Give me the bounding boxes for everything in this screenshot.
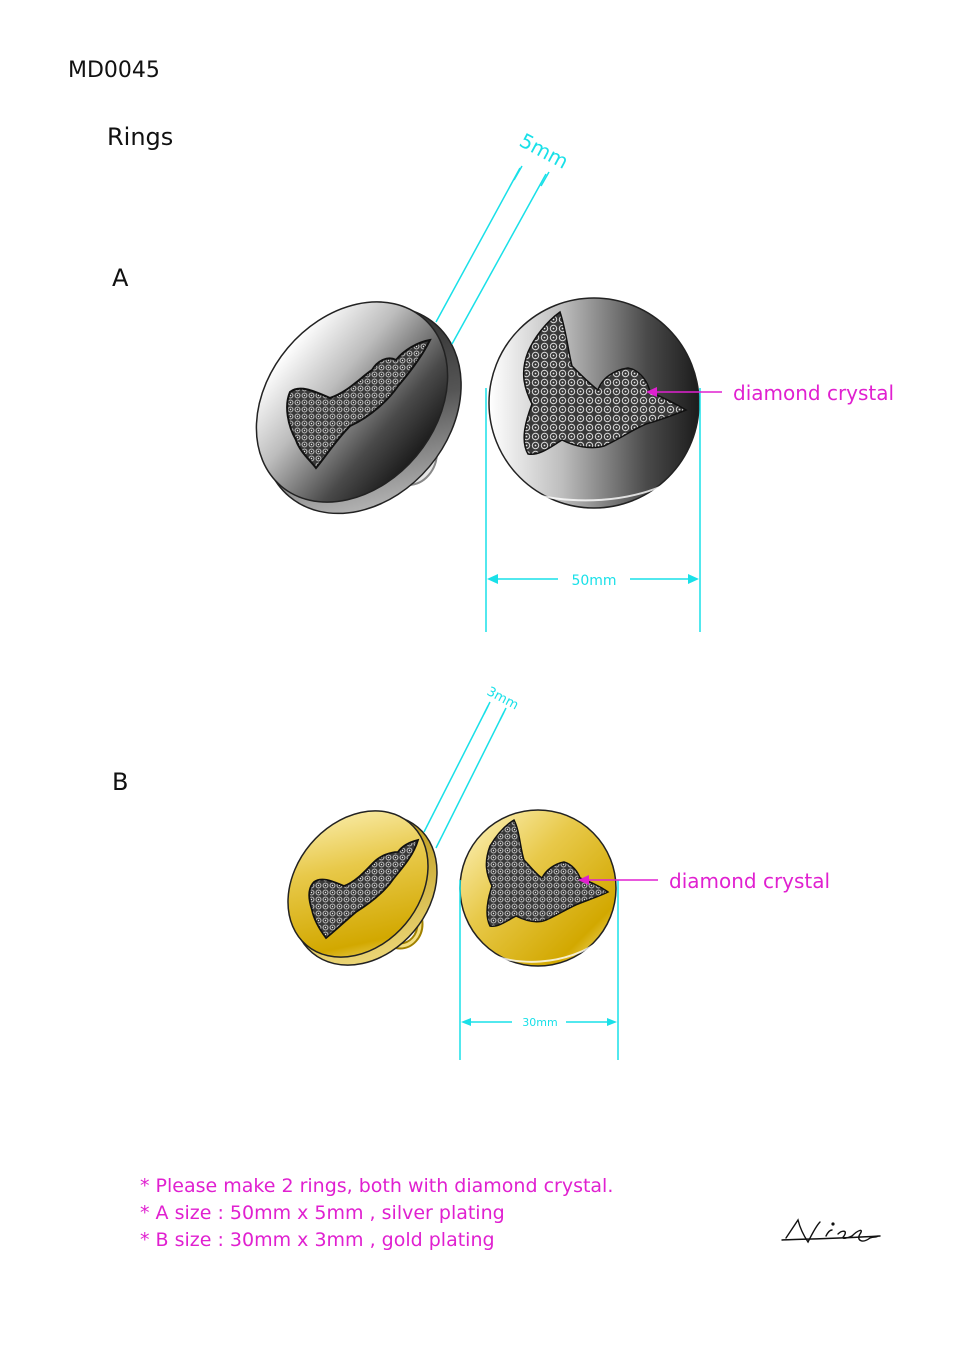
ring-a-width-dimension	[485, 388, 701, 632]
ring-a-label: A	[112, 264, 129, 292]
ring-b-width-dimension	[459, 880, 619, 1060]
note-line-2: * A size : 50mm x 5mm , silver plating	[140, 1202, 505, 1224]
ring-a-side-view	[255, 301, 462, 515]
ring-b-width-label: 30mm	[522, 1016, 557, 1029]
ring-a-thickness-dimension	[435, 165, 550, 345]
ring-b-callout-arrow	[578, 875, 658, 885]
document-code: MD0045	[68, 58, 160, 83]
ring-b-label: B	[112, 768, 129, 796]
ring-b-front-view	[459, 809, 617, 967]
ring-a-thickness-label: 5mm	[516, 128, 573, 173]
ring-a-width-label: 50mm	[571, 573, 616, 589]
note-line-3: * B size : 30mm x 3mm , gold plating	[140, 1229, 495, 1251]
signature	[781, 1218, 881, 1244]
ring-b-thickness-dimension	[423, 701, 507, 849]
ring-a-front-view	[488, 297, 700, 509]
ring-a-callout-label: diamond crystal	[733, 381, 894, 405]
note-line-1: * Please make 2 rings, both with diamond…	[140, 1175, 614, 1197]
ring-b-side-view	[287, 810, 438, 966]
ring-b-thickness-label: 3mm	[484, 684, 521, 713]
page-title: Rings	[107, 123, 174, 151]
ring-b-callout-label: diamond crystal	[669, 869, 830, 893]
ring-a-callout-arrow	[646, 387, 722, 397]
